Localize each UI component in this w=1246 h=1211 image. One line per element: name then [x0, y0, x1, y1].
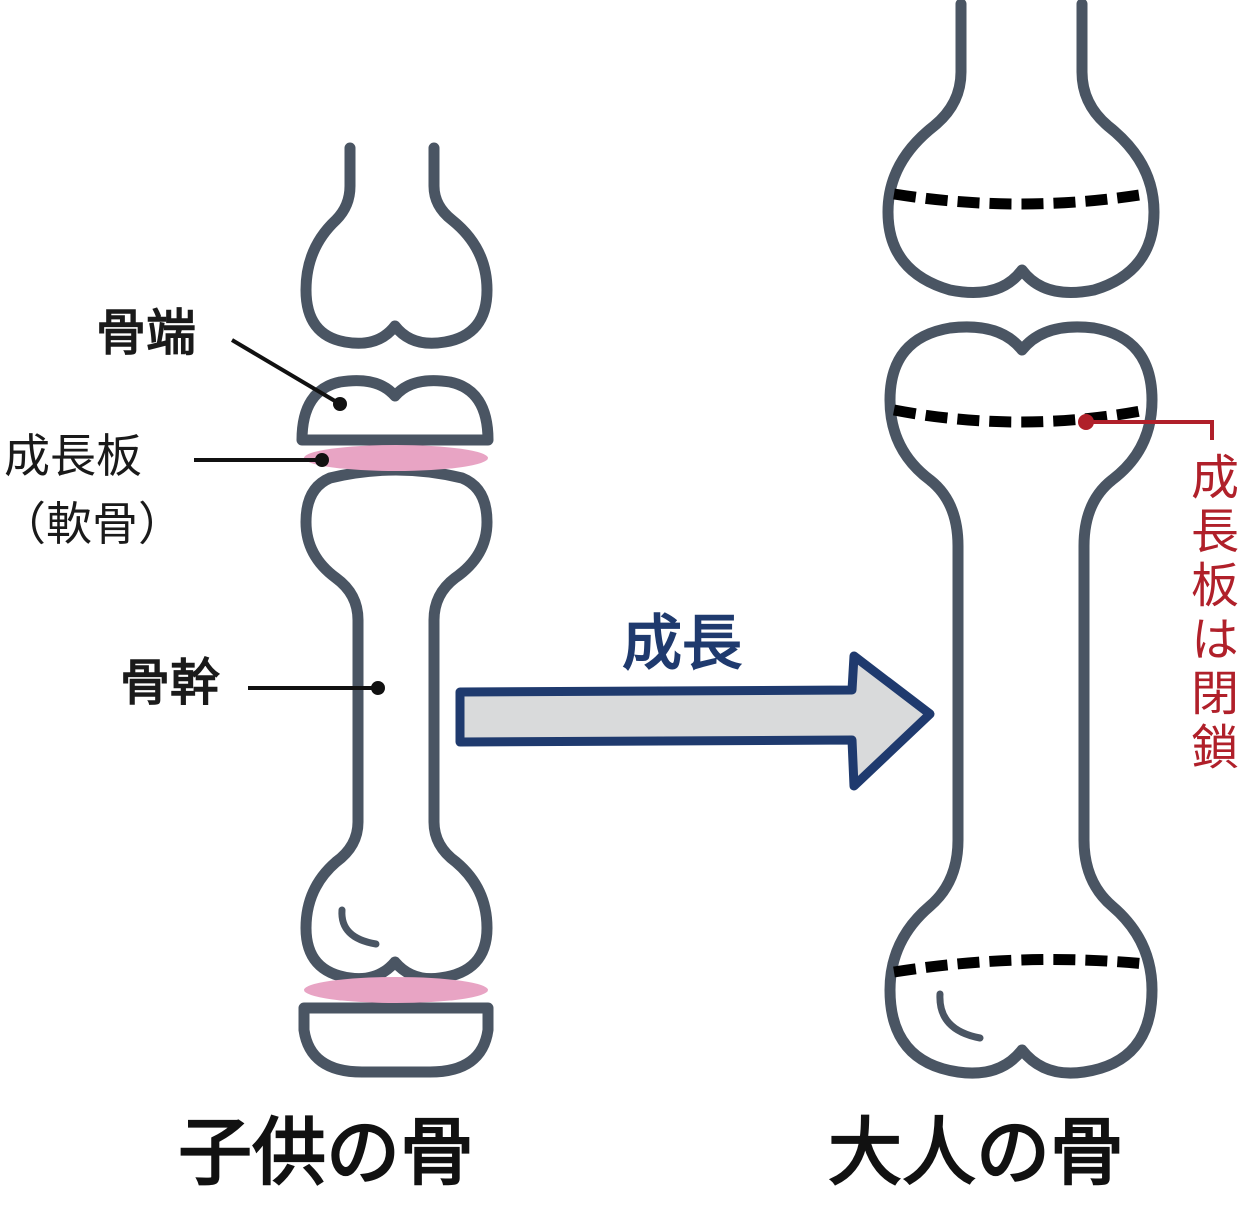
caption-adult-bone: 大人の骨 [828, 1110, 1124, 1196]
label-growth-plate: 成長板 [4, 429, 142, 483]
child-bone [296, 142, 494, 1078]
label-growth: 成長 [622, 609, 742, 679]
closed-plate-bottom [893, 954, 1147, 978]
caption-child-bone: 子供の骨 [178, 1110, 474, 1196]
label-diaphysis: 骨幹 [120, 654, 220, 712]
leader-diaphysis-dot [371, 681, 385, 695]
label-growth-plate-sub: （軟骨） [0, 497, 184, 551]
closed-plate-leader [1086, 420, 1214, 440]
child-upper-bone-end [300, 142, 493, 349]
leader-epiphysis-dot [333, 397, 347, 411]
child-upper-epiphysis [296, 375, 494, 446]
adult-diaphysis [884, 321, 1158, 1079]
adult-bone [882, 0, 1160, 1079]
closed-plate-top [893, 188, 1147, 210]
label-epiphysis: 骨端 [96, 304, 196, 362]
closed-plate-dot [1078, 414, 1094, 430]
adult-inner-curl [936, 990, 984, 1042]
leader-growth-plate-dot [315, 453, 329, 467]
growth-arrow [455, 651, 935, 791]
label-closed-plate: 成長板は閉鎖 [1182, 452, 1238, 776]
growth-plate-lower [304, 977, 488, 1003]
adult-upper-bone-end [882, 0, 1160, 298]
child-lower-epiphysis [298, 1002, 494, 1078]
leader-epiphysis [230, 338, 342, 406]
child-inner-curl [338, 906, 380, 948]
growth-plate-upper [304, 445, 488, 471]
